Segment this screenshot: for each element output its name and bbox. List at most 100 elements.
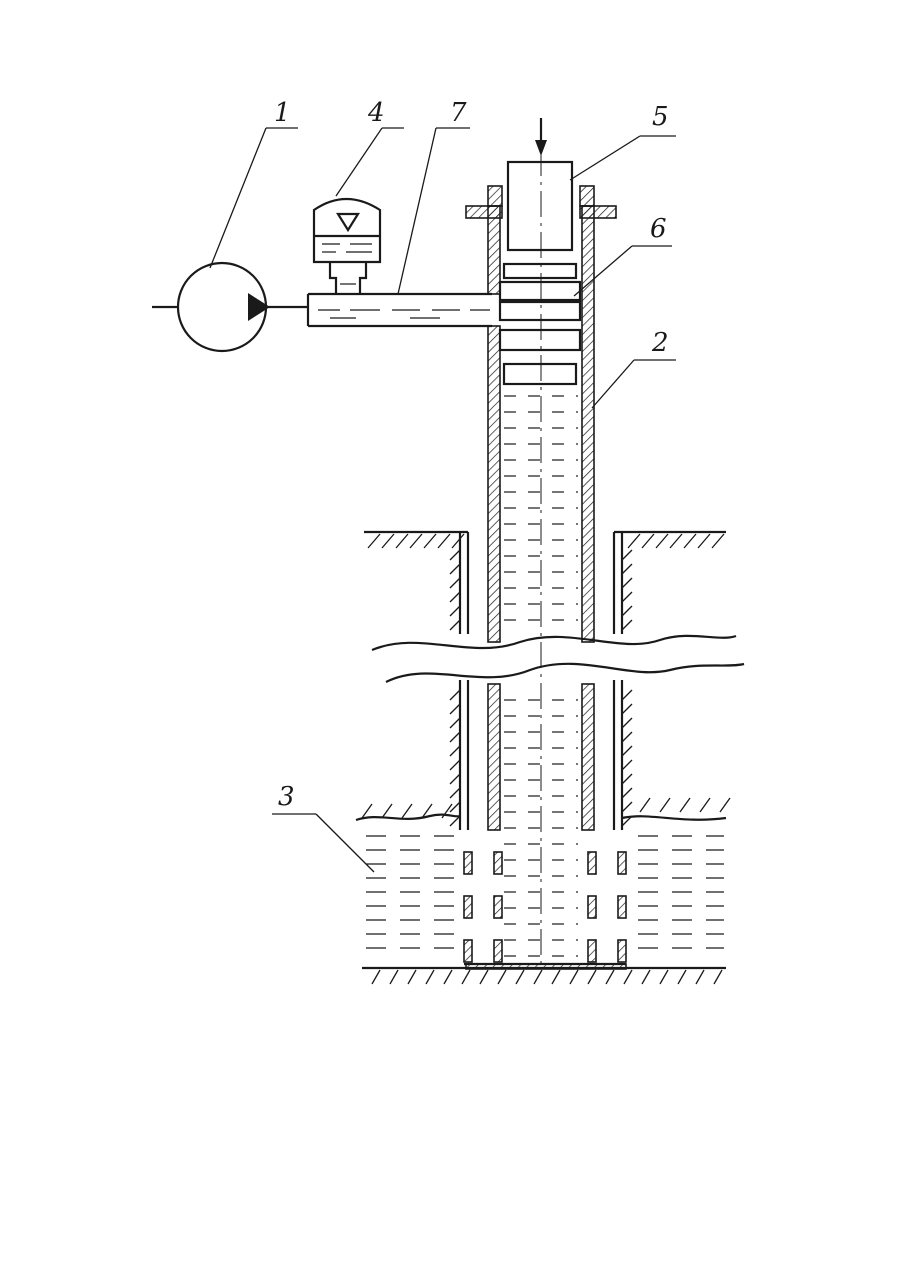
label-4: 4 (368, 100, 385, 126)
stroke (628, 534, 640, 548)
stroke (678, 970, 686, 984)
stroke (410, 534, 422, 548)
stroke (450, 802, 460, 812)
stroke (368, 534, 380, 548)
stroke (622, 788, 632, 798)
stroke (622, 690, 632, 700)
stroke (680, 798, 690, 812)
stroke (622, 550, 632, 560)
stroke (450, 816, 460, 826)
stroke (552, 970, 560, 984)
stroke (622, 578, 632, 588)
stroke (622, 718, 632, 728)
stroke (700, 798, 710, 812)
stroke (438, 534, 450, 548)
stroke (382, 804, 392, 818)
perforation-slot (588, 896, 596, 918)
stroke (698, 534, 710, 548)
stroke (450, 592, 460, 602)
stroke (450, 606, 460, 616)
stroke (712, 534, 724, 548)
stroke (402, 804, 412, 818)
stroke (444, 970, 452, 984)
supply-pipe (308, 294, 492, 326)
stroke (660, 970, 668, 984)
stroke (696, 970, 704, 984)
ground-surface (364, 532, 726, 548)
perforation-slot (618, 940, 626, 962)
stroke (660, 798, 670, 812)
stroke (622, 760, 632, 770)
stroke (640, 798, 650, 812)
stroke (450, 760, 460, 770)
stroke (606, 970, 614, 984)
stroke (450, 788, 460, 798)
accumulator-symbol (314, 199, 380, 294)
stroke (656, 534, 668, 548)
stroke (450, 732, 460, 742)
stroke (462, 970, 470, 984)
stroke (684, 534, 696, 548)
stroke (622, 606, 632, 616)
pump-symbol (152, 263, 308, 351)
stroke (450, 718, 460, 728)
stroke (450, 774, 460, 784)
stroke (390, 970, 398, 984)
stroke (670, 534, 682, 548)
stroke (516, 970, 524, 984)
stroke (426, 970, 434, 984)
stroke (382, 534, 394, 548)
perforation-slot (618, 852, 626, 874)
stroke (588, 970, 596, 984)
label-6: 6 (650, 216, 667, 242)
perforation-slot (464, 852, 472, 874)
stroke (622, 802, 632, 812)
stroke (372, 970, 380, 984)
stroke (450, 746, 460, 756)
stroke (622, 732, 632, 742)
label-1: 1 (274, 100, 291, 126)
perforation-slot (464, 940, 472, 962)
arrow-down-icon (535, 118, 547, 156)
stroke (450, 690, 460, 700)
perforation-slot (464, 896, 472, 918)
stroke (450, 704, 460, 714)
stroke (622, 592, 632, 602)
stroke (622, 704, 632, 714)
label-7: 7 (450, 100, 467, 126)
stroke (452, 534, 464, 548)
label-2: 2 (652, 330, 669, 356)
plunger-rod (508, 162, 572, 250)
break-lines (372, 636, 744, 682)
stroke (720, 798, 730, 812)
stroke (534, 970, 542, 984)
stroke (622, 564, 632, 574)
stroke (622, 620, 632, 630)
stroke (622, 774, 632, 784)
stroke (714, 970, 722, 984)
stroke (408, 970, 416, 984)
label-3: 3 (278, 784, 295, 810)
leader-lines (210, 128, 676, 872)
stroke (424, 534, 436, 548)
perforation-slot (618, 896, 626, 918)
perforation-slot (588, 940, 596, 962)
stroke (498, 970, 506, 984)
stroke (642, 970, 650, 984)
stroke (480, 970, 488, 984)
perforation-slot (494, 896, 502, 918)
stroke (624, 970, 632, 984)
reservoir (356, 798, 730, 984)
perforation-slot (588, 852, 596, 874)
perforation-slot (494, 852, 502, 874)
piston-seals (500, 264, 580, 384)
stroke (450, 550, 460, 560)
stroke (362, 804, 372, 818)
stroke (570, 970, 578, 984)
label-5: 5 (652, 104, 669, 130)
stroke (396, 534, 408, 548)
stroke (450, 620, 460, 630)
stroke (622, 746, 632, 756)
stroke (450, 564, 460, 574)
